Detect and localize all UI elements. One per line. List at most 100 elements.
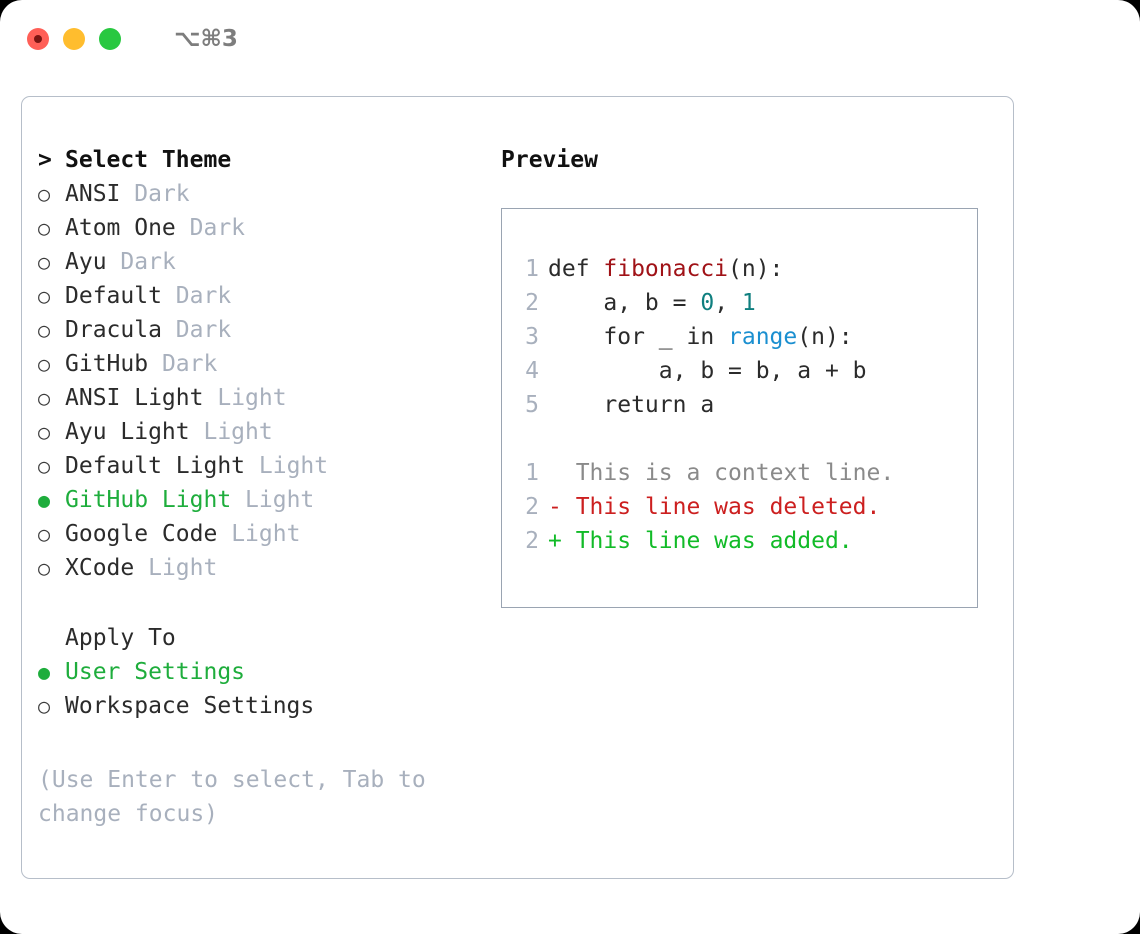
theme-label-separator: [190, 419, 204, 445]
line-number: 1: [525, 256, 539, 282]
title-bar: ⌥⌘3: [0, 0, 1140, 78]
keyboard-shortcut-label: ⌥⌘3: [174, 26, 238, 52]
line-number: 2: [525, 494, 539, 520]
diff-line: 2+ This line was added.: [502, 528, 977, 562]
code-token: for _ in: [548, 324, 729, 350]
apply-to-options: ●User Settings○ Workspace Settings: [38, 659, 478, 727]
code-token: (n):: [797, 324, 853, 350]
line-number: 2: [525, 290, 539, 316]
diff-marker: -: [548, 494, 576, 520]
diff-sample: 1 This is a context line.2- This line wa…: [502, 460, 977, 562]
theme-list-item[interactable]: ○ Dracula Dark: [38, 317, 478, 351]
radio-selected-icon[interactable]: ●: [38, 488, 51, 512]
theme-variant-tag: Light: [258, 453, 329, 479]
theme-label-separator: [217, 521, 231, 547]
radio-unselected-icon[interactable]: ○: [38, 454, 51, 478]
code-line-content: a, b = b, a + b: [548, 358, 867, 384]
theme-label-separator: [120, 181, 134, 207]
theme-variant-tag: Dark: [134, 181, 190, 207]
radio-unselected-icon[interactable]: ○: [38, 522, 51, 546]
theme-list-item[interactable]: ○Default Dark: [38, 283, 478, 317]
zoom-button[interactable]: [99, 28, 121, 50]
code-line: 4 a, b = b, a + b: [502, 358, 977, 392]
theme-list-title-row: > Select Theme: [38, 147, 478, 181]
code-line: 3 for _ in range(n):: [502, 324, 977, 358]
radio-unselected-icon[interactable]: ○: [38, 250, 51, 274]
theme-selection-column: > Select Theme ○ANSI Dark○Atom One Dark○…: [38, 147, 478, 831]
code-line: 1 def fibonacci(n):: [502, 256, 977, 290]
radio-unselected-icon[interactable]: ○: [38, 182, 51, 206]
spacer-icon: ○: [38, 626, 65, 650]
code-line-content: a, b = 0, 1: [548, 290, 755, 316]
apply-to-option[interactable]: ○ Workspace Settings: [38, 693, 478, 727]
theme-list-item[interactable]: ○Ayu Light Light: [38, 419, 478, 453]
code-token: a, b = b, a + b: [548, 358, 867, 384]
theme-variant-tag: Light: [245, 487, 315, 513]
radio-unselected-icon[interactable]: ○: [38, 318, 51, 342]
theme-variant-tag: Light: [231, 521, 301, 547]
diff-line: 2- This line was deleted.: [502, 494, 977, 528]
line-number: 5: [525, 392, 539, 418]
theme-variant-tag: Dark: [161, 351, 218, 377]
theme-label-separator: [231, 487, 245, 513]
theme-list-item[interactable]: ○ANSI Dark: [38, 181, 478, 215]
theme-list-item[interactable]: ○XCode Light: [38, 555, 478, 589]
diff-marker: [548, 460, 576, 486]
radio-unselected-icon[interactable]: ○: [38, 386, 51, 410]
code-token: def: [548, 256, 604, 282]
apply-to-option[interactable]: ●User Settings: [38, 659, 478, 693]
radio-unselected-icon[interactable]: ○: [38, 284, 51, 308]
code-line-content: def fibonacci(n):: [548, 256, 783, 282]
theme-label-separator: [245, 453, 259, 479]
line-number: 1: [525, 460, 539, 486]
radio-unselected-icon[interactable]: ○: [38, 216, 51, 240]
theme-variant-tag: Dark: [120, 249, 176, 275]
theme-list-item[interactable]: ○Google Code Light: [38, 521, 478, 555]
code-token: range: [728, 324, 798, 350]
diff-marker: +: [548, 528, 576, 554]
theme-list-item[interactable]: ● GitHub Light Light: [38, 487, 478, 521]
theme-name: Ayu: [65, 249, 107, 275]
theme-list-item[interactable]: ○GitHub Dark: [38, 351, 478, 385]
close-button[interactable]: [27, 28, 49, 50]
code-line-content: for _ in range(n):: [548, 324, 853, 350]
apply-to-option-label: Workspace Settings: [65, 693, 315, 719]
theme-label-separator: [162, 283, 176, 309]
theme-name: GitHub Light: [65, 487, 232, 513]
theme-variant-tag: Light: [203, 419, 273, 445]
diff-line-content: This line was added.: [575, 528, 853, 554]
theme-list-item[interactable]: ○Default Light Light: [38, 453, 478, 487]
minimize-button[interactable]: [63, 28, 85, 50]
radio-selected-icon[interactable]: ●: [38, 660, 51, 684]
keyboard-hint: (Use Enter to select, Tab to change focu…: [38, 767, 426, 827]
apply-to-title: Apply To: [65, 625, 176, 651]
theme-label-separator: [107, 249, 121, 275]
theme-name: ANSI Light: [65, 385, 204, 411]
theme-list-item[interactable]: ○Atom One Dark: [38, 215, 478, 249]
theme-variant-tag: Dark: [175, 283, 232, 309]
theme-name: Dracula: [65, 317, 162, 343]
code-line: 5 return a: [502, 392, 977, 426]
code-token: ,: [714, 290, 742, 316]
radio-unselected-icon[interactable]: ○: [38, 352, 51, 376]
theme-label-separator: [162, 317, 176, 343]
radio-unselected-icon[interactable]: ○: [38, 420, 51, 444]
diff-line: 1 This is a context line.: [502, 460, 977, 494]
code-line: 2 a, b = 0, 1: [502, 290, 977, 324]
theme-variant-tag: Light: [217, 385, 287, 411]
caret-icon: >: [38, 147, 52, 173]
theme-label-separator: [176, 215, 190, 241]
preview-title: Preview: [501, 147, 598, 173]
code-token: 0: [700, 290, 715, 316]
theme-variant-tag: Dark: [175, 317, 232, 343]
radio-unselected-icon[interactable]: ○: [38, 556, 51, 580]
theme-label-separator: [203, 385, 217, 411]
radio-unselected-icon[interactable]: ○: [38, 694, 51, 718]
code-token: a, b =: [548, 290, 701, 316]
theme-name: XCode: [65, 555, 135, 581]
theme-list-item[interactable]: ○ Ayu Dark: [38, 249, 478, 283]
theme-list-item[interactable]: ○ ANSI Light Light: [38, 385, 478, 419]
